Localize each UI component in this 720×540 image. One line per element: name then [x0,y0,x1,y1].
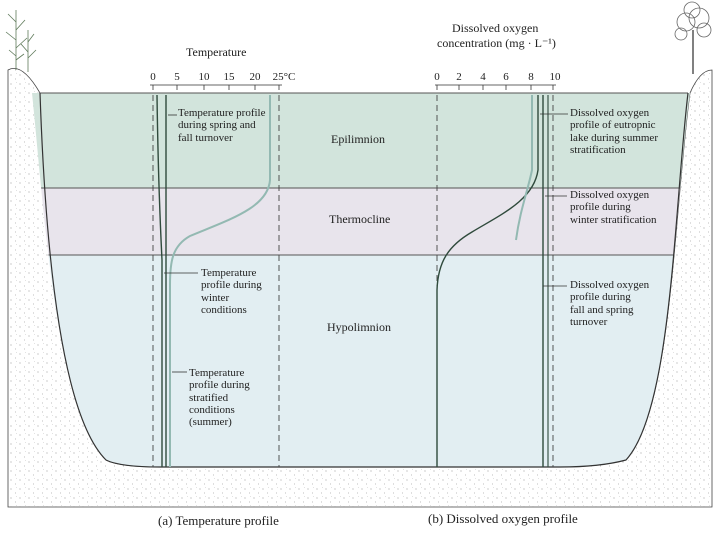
temp-turnover-annotation: Temperature profile during spring and fa… [178,107,266,144]
thermocline-layer [32,188,690,255]
oxygen-winter-annotation: Dissolved oxygen profile during winter s… [570,189,657,226]
temp-tick-label: 25°C [272,71,296,83]
oxygen-tick-label: 6 [503,71,509,83]
temp-summer-stratified-curve [169,95,271,467]
temp-winter-curve [156,94,163,467]
temperature-axis-title: Temperature [186,45,247,59]
temp-tick-label: 20 [249,71,261,83]
oxygen-tick-label: 4 [480,71,486,83]
tree-right-icon [674,1,712,74]
tree-left-icon [5,10,37,72]
temp-tick-label: 10 [198,71,210,83]
caption-temperature-profile: (a) Temperature profile [158,513,279,528]
hypolimnion-label: Hypolimnion [327,320,392,334]
epilimnion-label: Epilimnion [331,132,385,146]
temp-winter-annotation: Temperature profile during winter condit… [201,267,262,316]
caption-oxygen-profile: (b) Dissolved oxygen profile [428,511,578,526]
temp-tick-label: 15 [223,71,235,83]
temp-stratified-annotation: Temperature profile during stratified co… [189,367,250,429]
epilimnion-layer [32,93,690,188]
oxygen-axis-title-line-1: Dissolved oxygen [452,21,539,35]
oxygen-turnover-annotation: Dissolved oxygen profile during fall and… [570,279,650,328]
temp-tick-label: 0 [150,71,156,83]
thermocline-label: Thermocline [329,212,391,226]
hypolimnion-layer [32,255,690,467]
oxygen-tick-label: 8 [528,71,534,83]
oxygen-tick-label: 0 [434,71,440,83]
oxygen-winter-curve [515,95,533,241]
oxygen-tick-label: 10 [549,71,561,83]
oxygen-eutrophic-annotation: Dissolved oxygen profile of eutropnic la… [570,107,658,156]
oxygen-eutrophic-summer-curve [436,95,539,467]
oxygen-tick-label: 2 [456,71,462,83]
temp-tick-label: 5 [174,71,180,83]
oxygen-axis-title-line-2: concentration (mg · L⁻¹) [437,36,556,50]
